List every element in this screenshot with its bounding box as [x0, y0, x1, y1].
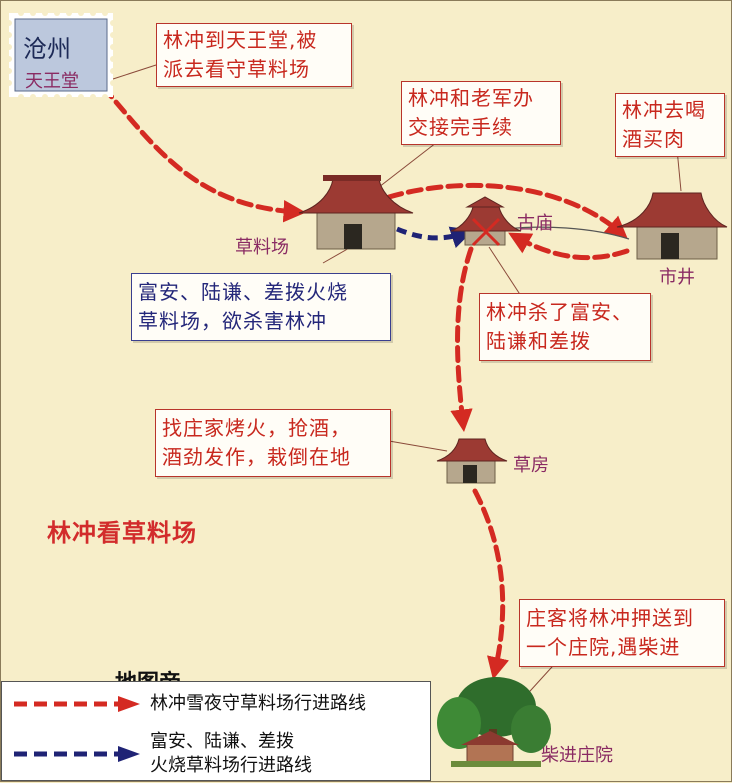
- callout-line: 找庄家烤火，抢酒，: [162, 416, 351, 440]
- pointer-fuan: [322, 246, 352, 264]
- place-label-chaijinzhuangyuan: 柴进庄院: [541, 745, 613, 766]
- route-lin-chong: [100, 84, 630, 680]
- callout-line: 派去看守草料场: [163, 57, 310, 81]
- route-thin-return: [505, 226, 630, 240]
- gumiao-cross-icon: [471, 217, 501, 247]
- legend-item-red-label: 林冲雪夜守草料场行进路线: [150, 693, 366, 714]
- callout-line: 富安、陆谦、差拨火烧: [138, 280, 348, 304]
- legend-item-blue-label-1: 富安、陆谦、差拨: [150, 731, 294, 752]
- caofang-building: [436, 438, 508, 484]
- pointer-kaohuo: [388, 440, 448, 452]
- callout-tianwangtang: 林冲到天王堂,被 派去看守草料场: [156, 23, 352, 87]
- callout-line: 一个庄院,遇柴进: [526, 635, 681, 659]
- chaijinzhuangyuan-picture: [437, 677, 551, 767]
- callout-kaohuo: 找庄家烤火，抢酒， 酒劲发作，栽倒在地: [155, 409, 391, 477]
- start-city-label: 沧州: [23, 35, 71, 63]
- gumiao-building: [450, 196, 522, 247]
- place-label-caoliaochang: 草料场: [235, 237, 289, 258]
- callout-line: 林冲杀了富安、: [486, 300, 633, 324]
- pointer-tianwangtang: [112, 64, 157, 80]
- legend-item-blue-label-2: 火烧草料场行进路线: [150, 755, 312, 776]
- route-segment-to-chaijin: [472, 488, 509, 680]
- callout-line: 酒劲发作，栽倒在地: [162, 445, 351, 469]
- callout-shale: 林冲杀了富安、 陆谦和差拨: [479, 293, 651, 361]
- legend-arrow-blue-icon: [118, 746, 140, 762]
- callout-fuan: 富安、陆谦、差拨火烧 草料场，欲杀害林冲: [131, 273, 391, 341]
- callout-line: 林冲到天王堂,被: [163, 28, 318, 52]
- shijing-building: [616, 192, 728, 260]
- route-arsonists: [396, 226, 474, 248]
- map-title: 林冲看草料场: [47, 519, 197, 547]
- pointer-shale: [488, 246, 522, 297]
- legend-arrow-red-icon: [118, 696, 140, 712]
- callout-line: 林冲去喝: [622, 98, 706, 122]
- place-label-gumiao: 古庙: [517, 213, 553, 234]
- callout-line: 林冲和老军办: [408, 86, 534, 110]
- legend-box: 林冲雪夜守草料场行进路线 富安、陆谦、差拨 火烧草料场行进路线: [1, 681, 431, 781]
- route-segment-to-caoliaochang: [100, 84, 306, 223]
- route-segment-to-caofang: [450, 246, 474, 432]
- start-place-label: 天王堂: [25, 71, 79, 92]
- start-stamp-frame: [6, 10, 116, 100]
- callout-jiaojie: 林冲和老军办 交接完手续: [401, 81, 561, 145]
- callout-line: 陆谦和差拨: [486, 329, 591, 353]
- callout-yasong: 庄客将林冲押送到 一个庄院,遇柴进: [519, 599, 725, 667]
- callout-line: 交接完手续: [408, 115, 513, 139]
- callout-hejiu: 林冲去喝 酒买肉: [615, 93, 725, 157]
- callout-line: 酒买肉: [622, 127, 685, 151]
- legend-swatches: [14, 696, 140, 762]
- callout-line: 草料场，欲杀害林冲: [138, 309, 327, 333]
- route-segment-to-gumiao: [508, 232, 630, 261]
- callout-line: 庄客将林冲押送到: [526, 606, 694, 630]
- place-label-caofang: 草房: [513, 455, 549, 476]
- caoliaochang-building: [298, 175, 414, 250]
- route-segment-to-shijing: [386, 182, 628, 239]
- pointer-jiaojie: [378, 138, 442, 188]
- place-label-shijing: 市井: [659, 267, 695, 288]
